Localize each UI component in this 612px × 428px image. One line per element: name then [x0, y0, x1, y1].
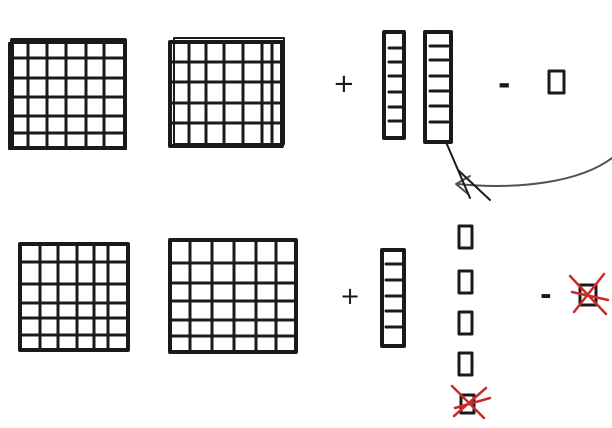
- crossed-out-unit: [570, 274, 608, 314]
- hundred-flat: [20, 244, 128, 350]
- regrouped-units: [452, 226, 490, 418]
- unit-cube: [459, 271, 472, 293]
- plus-sign: +: [340, 282, 360, 310]
- minus-sign: -: [540, 278, 552, 311]
- minus-sign: -: [498, 67, 510, 102]
- ten-long: [384, 32, 404, 138]
- unit-cube: [459, 226, 472, 248]
- unit-cube: [459, 353, 472, 375]
- unit-cube: [549, 71, 564, 93]
- plus-sign: +: [333, 69, 355, 99]
- bottom-row: + -: [20, 226, 608, 418]
- ten-long: [382, 250, 404, 346]
- crossed-out-unit: [452, 386, 490, 418]
- hundred-flat: [170, 240, 296, 352]
- ten-long: [425, 32, 451, 142]
- regroup-arrow: [446, 142, 612, 200]
- unit-cube: [459, 312, 472, 334]
- hundred-flat: [9, 40, 126, 149]
- top-row: + -: [9, 32, 564, 149]
- hundred-flat: [170, 38, 284, 146]
